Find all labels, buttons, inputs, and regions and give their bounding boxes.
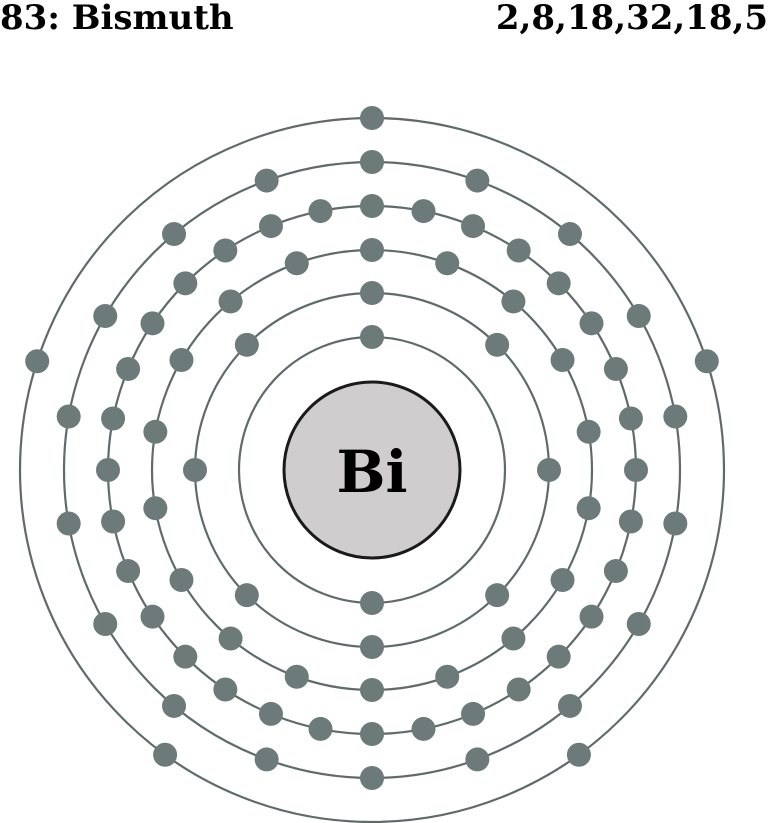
electron-shell-4-32	[308, 199, 333, 224]
electron-shell-3-9	[435, 664, 460, 689]
electron-shell-4-14	[506, 677, 531, 702]
electron-shell-2-7	[183, 458, 207, 482]
electron-shell-2-5	[360, 635, 384, 659]
electron-shell-4-29	[173, 271, 198, 296]
electron-shell-3-14	[143, 496, 168, 521]
electron-shell-4-10	[618, 509, 643, 534]
electron-shell-4-1	[360, 194, 384, 218]
electron-shell-5-16	[93, 304, 118, 328]
electron-shell-3-2	[435, 251, 460, 276]
electron-shell-4-22	[140, 604, 165, 629]
electron-shell-5-5	[663, 404, 688, 429]
electron-shell-4-16	[411, 716, 436, 741]
electron-shell-3-1	[360, 238, 384, 262]
electron-shell-5-10	[360, 766, 384, 790]
electron-shell-5-18	[254, 168, 279, 193]
electrons-layer	[25, 106, 719, 790]
nucleus-circle	[282, 380, 462, 560]
electron-shell-6-2	[694, 349, 719, 374]
electron-shell-1-1	[360, 325, 384, 349]
electron-shell-5-2	[465, 168, 490, 193]
electron-shell-3-11	[284, 664, 309, 689]
electron-shell-5-13	[93, 612, 118, 636]
electron-shell-5-4	[626, 304, 651, 328]
electron-shell-4-3	[461, 214, 486, 239]
electron-shell-2-8	[234, 332, 259, 357]
electron-shell-5-7	[626, 612, 651, 636]
electron-configuration: 2,8,18,32,18,5	[495, 0, 768, 38]
electron-shell-4-15	[461, 701, 486, 726]
electron-shell-3-10	[360, 678, 384, 702]
electron-shell-5-11	[254, 747, 279, 772]
electron-shell-5-3	[557, 222, 582, 247]
electron-shell-4-23	[116, 559, 141, 584]
electron-shell-3-16	[169, 348, 194, 372]
electron-shell-4-18	[308, 716, 333, 741]
electron-shell-4-31	[258, 214, 283, 239]
electron-shell-5-14	[56, 511, 81, 536]
electron-shell-3-12	[218, 626, 243, 651]
electron-shell-4-12	[579, 604, 604, 629]
electron-shell-3-6	[576, 496, 601, 521]
electron-shell-5-8	[557, 693, 582, 718]
electron-shell-4-7	[603, 356, 628, 381]
electron-shell-4-5	[546, 271, 571, 296]
electron-shell-4-2	[411, 199, 436, 224]
electron-shell-4-8	[618, 406, 643, 431]
electron-shell-5-1	[360, 150, 384, 174]
electron-shell-6-4	[153, 742, 178, 767]
electron-shell-3-3	[501, 289, 526, 314]
electron-shell-2-4	[485, 583, 510, 608]
electron-shell-4-13	[546, 644, 571, 669]
electron-shell-4-6	[579, 311, 604, 336]
electron-shell-3-8	[501, 626, 526, 651]
electron-shell-3-4	[550, 348, 575, 372]
electron-shell-4-21	[173, 644, 198, 669]
electron-shell-5-9	[465, 747, 490, 772]
electron-shell-4-26	[101, 406, 126, 431]
electron-shell-2-3	[537, 458, 561, 482]
electron-shell-4-27	[116, 356, 141, 381]
electron-shell-4-19	[258, 701, 283, 726]
electron-shell-4-4	[506, 238, 531, 263]
electron-shell-4-30	[213, 238, 238, 263]
electron-shell-6-3	[566, 742, 591, 767]
electron-shell-4-17	[360, 722, 384, 746]
electron-shell-5-12	[162, 693, 187, 718]
element-symbol: Bi	[336, 438, 407, 506]
electron-shell-3-17	[218, 289, 243, 314]
electron-shell-4-24	[101, 509, 126, 534]
electron-shell-3-5	[576, 419, 601, 444]
electron-shell-4-25	[96, 458, 120, 482]
nucleus: Bi	[282, 380, 462, 560]
electron-shell-5-17	[162, 222, 187, 247]
electron-shell-5-6	[663, 511, 688, 536]
electron-shell-2-2	[485, 332, 510, 357]
electron-shell-3-15	[143, 419, 168, 444]
electron-shell-3-13	[169, 568, 194, 592]
element-title: 83: Bismuth	[0, 0, 234, 38]
electron-shell-4-28	[140, 311, 165, 336]
electron-shell-5-15	[56, 404, 81, 429]
electron-shell-6-5	[25, 349, 50, 374]
electron-shell-1-2	[360, 591, 384, 615]
electron-shell-2-1	[360, 281, 384, 305]
electron-shell-3-7	[550, 568, 575, 592]
electron-shell-3-18	[284, 251, 309, 276]
electron-shell-6-1	[360, 106, 384, 130]
electron-shell-4-20	[213, 677, 238, 702]
electron-shell-4-11	[603, 559, 628, 584]
electron-shell-2-6	[234, 583, 259, 608]
electron-shell-4-9	[624, 458, 648, 482]
